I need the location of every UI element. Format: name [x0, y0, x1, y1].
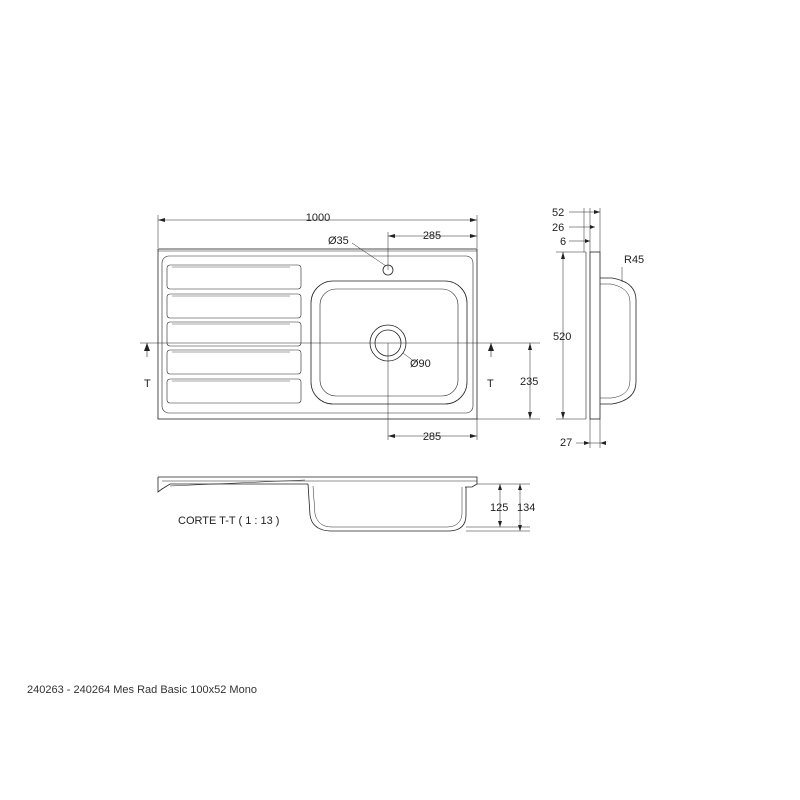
section-marker-left: T	[144, 378, 151, 390]
section-marker-right: T	[487, 378, 494, 390]
dim-drain-offset: 285	[423, 431, 441, 443]
dim-depth-inner: 125	[490, 502, 508, 514]
section-caption: CORTE T-T ( 1 : 13 )	[178, 515, 279, 527]
dim-height: 520	[553, 331, 571, 343]
drawing-footer-label: 240263 - 240264 Mes Rad Basic 100x52 Mon…	[27, 684, 257, 696]
dim-bottom-thickness: 27	[560, 437, 572, 449]
dim-tap-diameter: Ø35	[328, 235, 349, 247]
dim-26: 26	[552, 222, 564, 234]
dim-overall-width: 1000	[306, 212, 330, 224]
dim-radius: R45	[624, 254, 644, 266]
section-view: 125 134 CORTE T-T ( 1 : 13 )	[157, 476, 535, 532]
side-view: 52 26 6 520 R45 27	[552, 207, 644, 449]
dim-52: 52	[552, 207, 564, 219]
dim-bowl-depth: 235	[520, 376, 538, 388]
dim-drain-diameter: Ø90	[410, 358, 431, 370]
dim-depth-outer: 134	[517, 502, 535, 514]
top-view: 1000 285 Ø35 Ø90	[140, 212, 540, 443]
dim-tap-offset: 285	[423, 230, 441, 242]
dim-6: 6	[560, 236, 566, 248]
